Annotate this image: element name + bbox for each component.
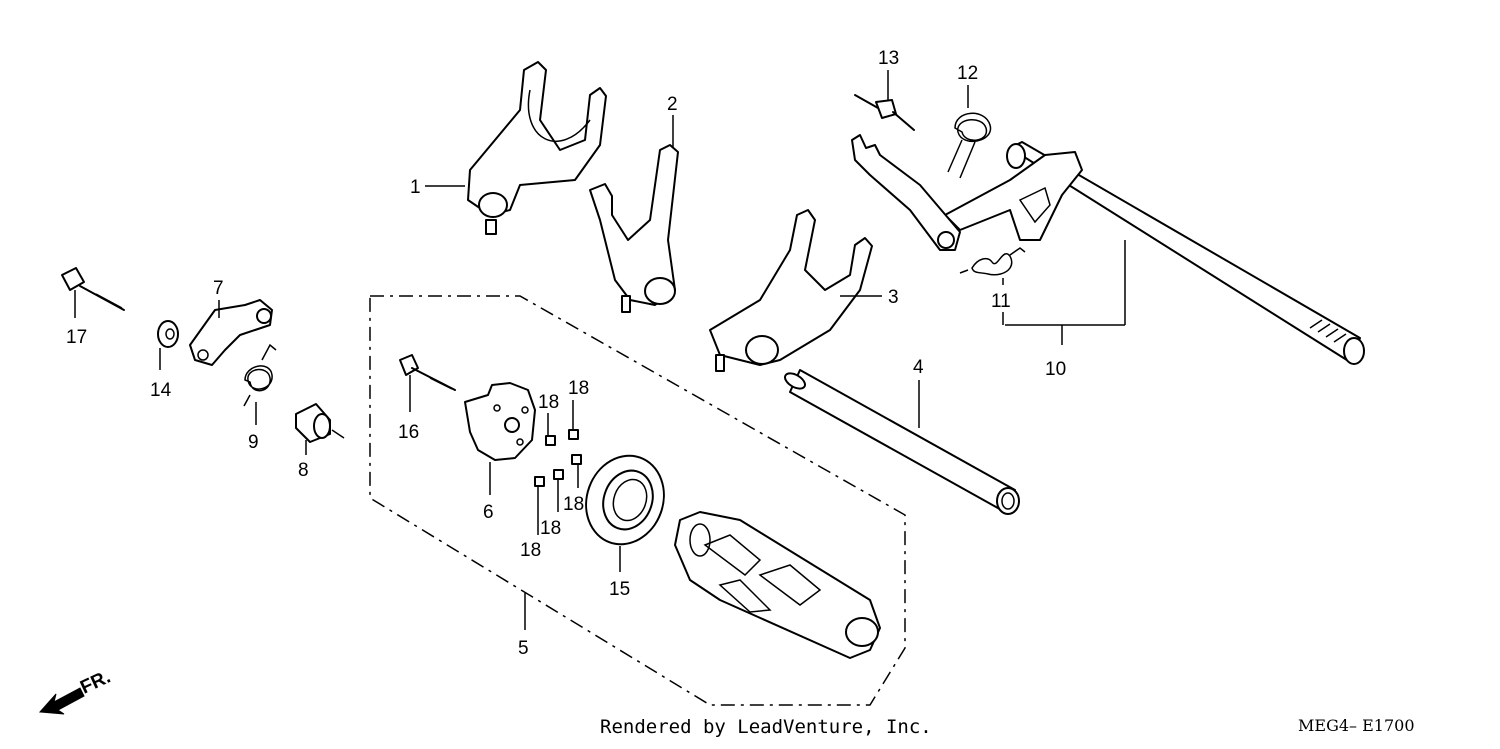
bolt-17[interactable] xyxy=(61,267,125,311)
stopper-arm-7[interactable] xyxy=(189,299,273,366)
svg-text:18: 18 xyxy=(563,494,584,515)
svg-text:18: 18 xyxy=(520,540,541,561)
svg-text:18: 18 xyxy=(538,392,559,413)
callout-3: 3 xyxy=(840,287,899,308)
front-direction-marker: FR. xyxy=(38,667,114,715)
callout-18c: 18 xyxy=(563,464,584,515)
spring-11[interactable] xyxy=(959,247,1026,276)
svg-text:1: 1 xyxy=(410,177,421,198)
svg-text:10: 10 xyxy=(1045,359,1066,380)
shift-drum-5[interactable] xyxy=(674,511,881,659)
callout-15: 15 xyxy=(609,546,630,600)
svg-text:11: 11 xyxy=(991,291,1011,312)
svg-text:7: 7 xyxy=(213,278,224,299)
render-credit: Rendered by LeadVenture, Inc. xyxy=(600,716,932,738)
svg-text:2: 2 xyxy=(667,94,678,115)
callout-6: 6 xyxy=(483,462,494,523)
gearshift-arm[interactable] xyxy=(851,134,961,251)
callout-16: 16 xyxy=(398,375,419,443)
callout-12: 12 xyxy=(957,63,978,108)
callout-10: 10 xyxy=(1005,240,1126,380)
callout-1: 1 xyxy=(410,177,465,198)
callout-17: 17 xyxy=(66,290,87,348)
drum-assembly-outline xyxy=(369,295,906,706)
callout-18e: 18 xyxy=(520,486,541,561)
svg-text:18: 18 xyxy=(568,378,589,399)
diagram-code: MEG4– E1700 xyxy=(1298,716,1415,735)
svg-text:16: 16 xyxy=(398,422,419,443)
svg-text:15: 15 xyxy=(609,579,630,600)
pin-13[interactable] xyxy=(854,94,915,131)
fork-shaft-4[interactable] xyxy=(782,369,1020,515)
callout-18b: 18 xyxy=(568,378,589,430)
svg-text:13: 13 xyxy=(878,48,899,69)
spring-9[interactable] xyxy=(243,343,277,407)
svg-text:8: 8 xyxy=(298,460,309,481)
shift-fork-2[interactable] xyxy=(589,144,679,313)
svg-text:5: 5 xyxy=(518,638,529,659)
shift-fork-3[interactable] xyxy=(709,209,873,372)
callout-14: 14 xyxy=(150,348,172,401)
callout-7: 7 xyxy=(213,278,224,318)
svg-text:9: 9 xyxy=(248,432,259,453)
callout-4: 4 xyxy=(913,357,924,428)
svg-text:17: 17 xyxy=(66,327,87,348)
gearshift-spindle-10[interactable] xyxy=(944,141,1365,365)
shift-fork-1[interactable] xyxy=(467,61,607,235)
drum-center-6[interactable] xyxy=(464,382,536,461)
svg-text:18: 18 xyxy=(540,518,561,539)
svg-text:14: 14 xyxy=(150,380,172,401)
callout-9: 9 xyxy=(248,402,259,453)
callout-11: 11 xyxy=(991,278,1011,325)
bolt-16[interactable] xyxy=(399,354,456,391)
return-spring-12[interactable] xyxy=(947,112,992,179)
washer-14[interactable] xyxy=(157,320,179,348)
callout-18d: 18 xyxy=(540,479,561,539)
front-arrow-icon xyxy=(38,687,85,715)
callout-8: 8 xyxy=(298,440,309,481)
svg-text:4: 4 xyxy=(913,357,924,378)
svg-text:12: 12 xyxy=(957,63,978,84)
callout-13: 13 xyxy=(878,48,899,100)
svg-text:6: 6 xyxy=(483,502,494,523)
collar-8[interactable] xyxy=(295,403,345,443)
callout-18a: 18 xyxy=(538,392,559,436)
bearing-15[interactable] xyxy=(574,445,676,556)
callout-2: 2 xyxy=(667,94,678,148)
callout-5: 5 xyxy=(518,593,529,659)
svg-text:3: 3 xyxy=(888,287,899,308)
pins-18[interactable] xyxy=(534,429,582,487)
